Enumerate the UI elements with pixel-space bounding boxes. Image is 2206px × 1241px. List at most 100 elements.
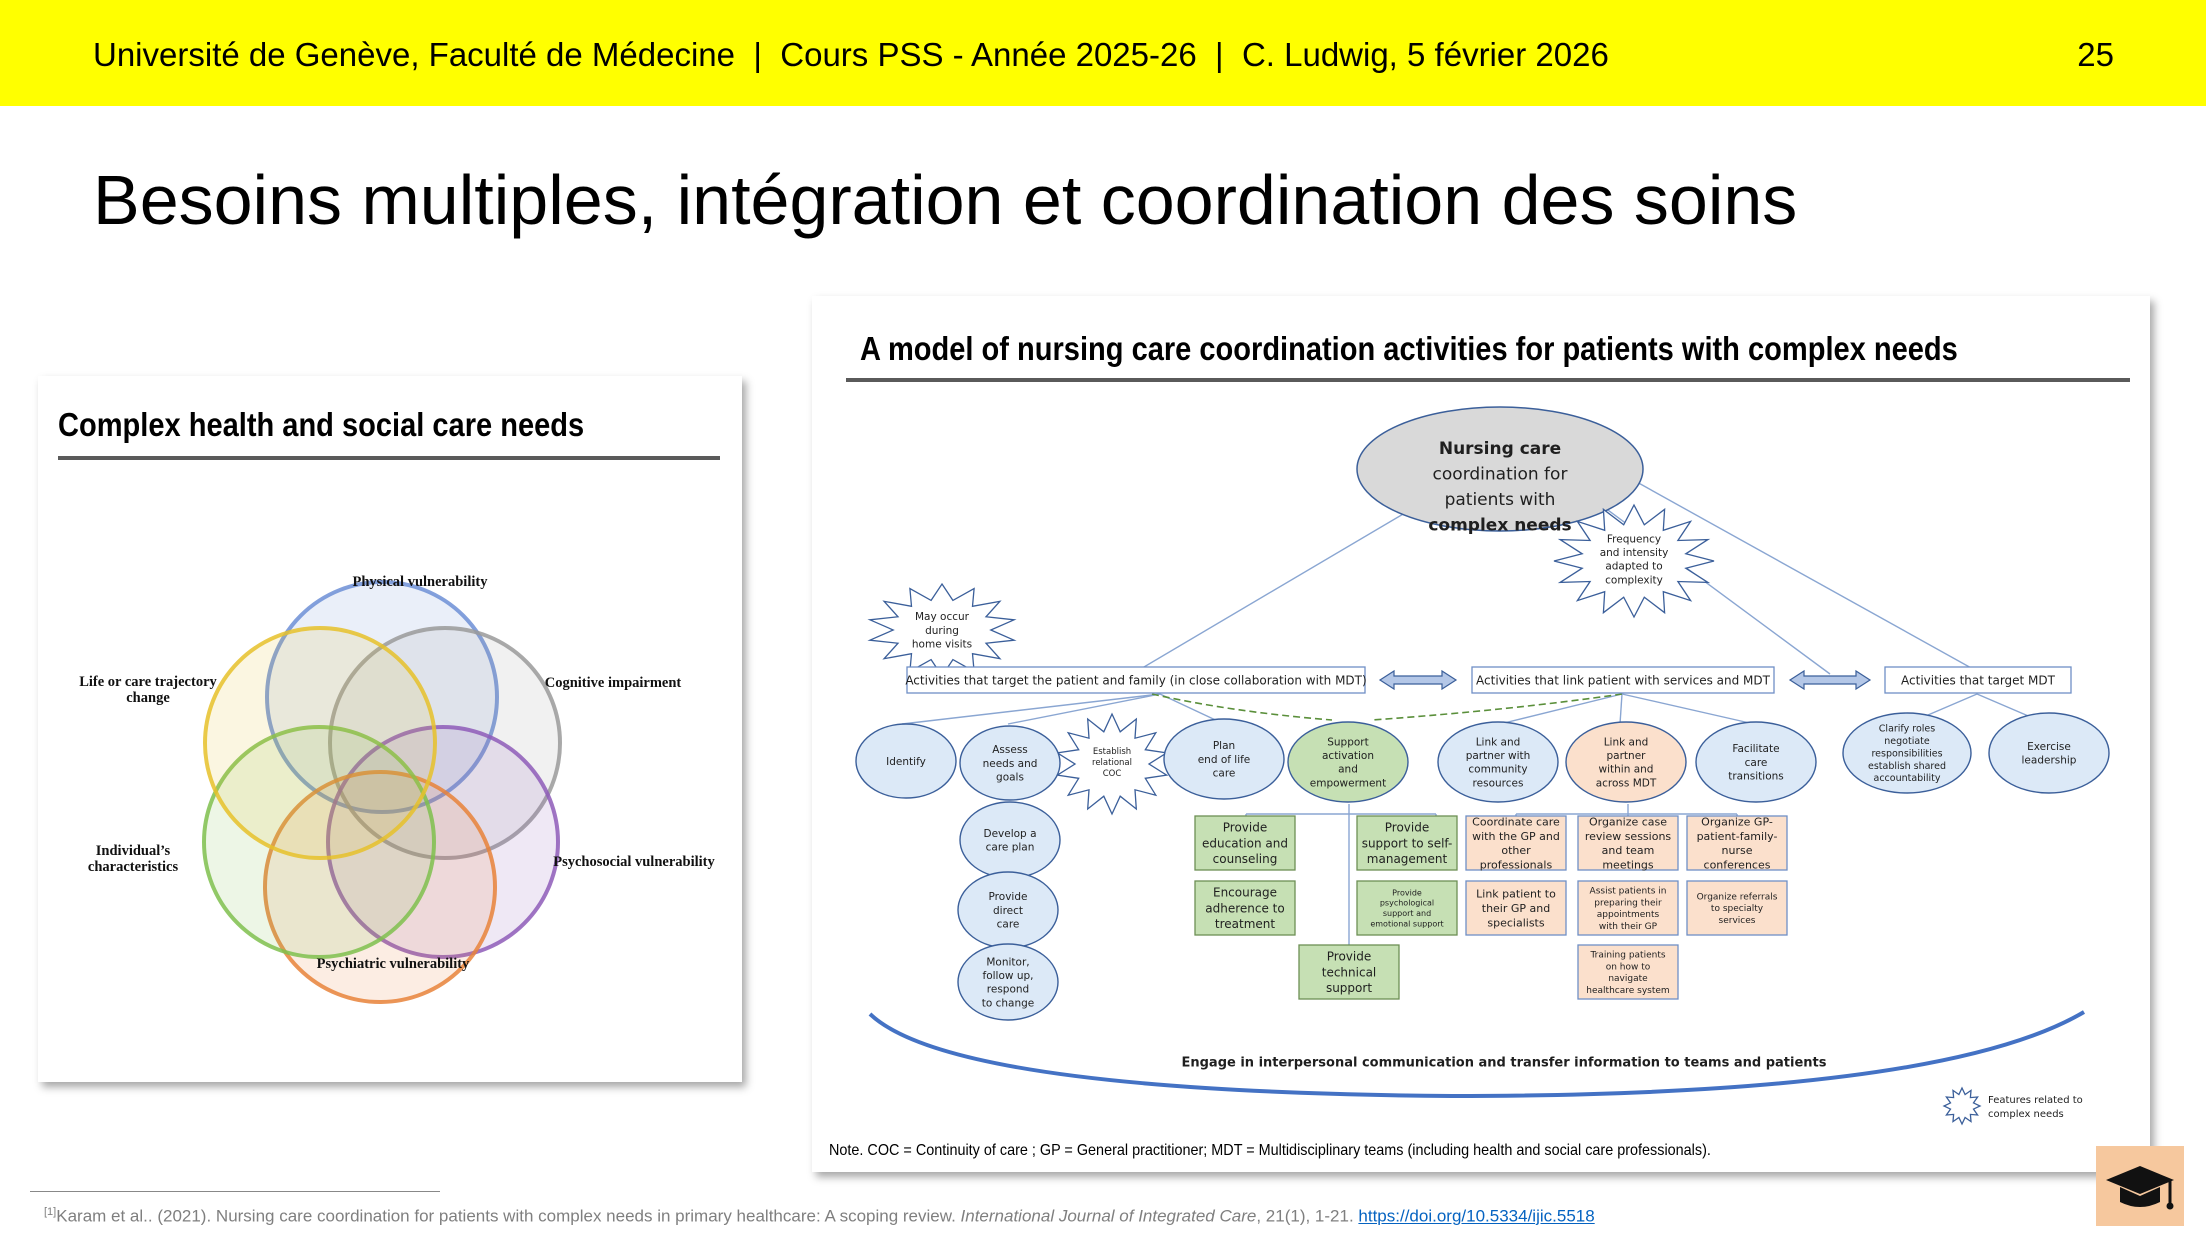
connector-patient-node-1	[1007, 693, 1161, 725]
model-title-rule	[846, 378, 2130, 382]
engage-arc	[868, 1010, 2086, 1099]
peach-box-6	[1577, 944, 1679, 1000]
dashed-arrow-patient	[1151, 693, 1333, 721]
peach-box-4	[1577, 880, 1679, 936]
green-box-4	[1298, 944, 1400, 1000]
assess-chain-node-2	[957, 943, 1059, 1021]
double-arrow-1	[1378, 669, 1458, 691]
venn-circle-psychosocial	[326, 725, 560, 959]
header-bar: Université de Genève, Faculté de Médecin…	[0, 0, 2206, 106]
category-box-2	[1884, 666, 2072, 694]
mdt-node-1	[1988, 712, 2110, 794]
category-box-1	[1471, 666, 1775, 694]
dashed-arrow-link	[1371, 693, 1623, 721]
engage-text: Engage in interpersonal communication an…	[1181, 1056, 1826, 1071]
category-label-2: Activities that target MDT	[1901, 673, 2056, 687]
patient-node-2	[1163, 718, 1285, 800]
venn-title-rule	[58, 456, 720, 460]
footnote-text: Karam et al.. (2021). Nursing care coord…	[56, 1206, 961, 1226]
label-life: Life or care trajectory change	[79, 674, 217, 706]
footnote-doi-link[interactable]: https://doi.org/10.5334/ijic.5518	[1358, 1206, 1595, 1226]
peach-box-2	[1686, 815, 1788, 871]
venn-diagram	[202, 580, 562, 1004]
label-cognitive: Cognitive impairment	[544, 675, 682, 691]
label-psychosocial: Psychosocial vulnerability	[553, 854, 715, 870]
patient-node-1	[959, 725, 1061, 801]
patient-node-text-0: Identify	[886, 756, 926, 768]
venn-circle-physical	[265, 580, 499, 814]
label-psychiatric: Psychiatric vulnerability	[316, 956, 470, 972]
model-note: Note. COC = Continuity of care ; GP = Ge…	[829, 1142, 1711, 1159]
category-label-1: Activities that link patient with servic…	[1476, 673, 1771, 687]
footnote-details: , 21(1), 1-21.	[1256, 1206, 1359, 1226]
header-text: Université de Genève, Faculté de Médecin…	[93, 36, 1609, 73]
model-figure: A model of nursing care coordination act…	[812, 296, 2150, 1172]
connector-patient-node-0	[901, 693, 1161, 725]
model-title: A model of nursing care coordination act…	[860, 330, 1958, 367]
frequency-star-icon	[1553, 503, 1715, 619]
link-node-1	[1565, 721, 1687, 803]
connector-link-node-1	[1619, 693, 1623, 725]
double-arrow-2	[1788, 669, 1872, 691]
link-node-2	[1695, 721, 1817, 803]
footnote-journal: International Journal of Integrated Care	[960, 1206, 1257, 1226]
peach-box-1	[1577, 815, 1679, 871]
connector-link-node-2	[1621, 693, 1755, 725]
connector-top-mdt	[1571, 445, 1983, 675]
graduation-cap-badge	[2096, 1146, 2184, 1226]
peach-box-0	[1465, 815, 1567, 871]
green-box-3	[1356, 880, 1458, 936]
mdt-node-0	[1842, 712, 1972, 794]
peach-box-5	[1686, 880, 1788, 936]
peach-box-3	[1465, 880, 1567, 936]
connector-link-node-0	[1499, 693, 1623, 725]
venn-circle-life	[203, 626, 437, 860]
slide-title: Besoins multiples, intégration et coordi…	[93, 161, 1798, 239]
patient-node-0	[855, 723, 957, 799]
venn-title: Complex health and social care needs	[58, 406, 585, 443]
coc-star-icon	[1055, 712, 1169, 816]
link-node-0	[1437, 721, 1559, 803]
assess-chain-node-0	[959, 801, 1061, 879]
legend-star-icon	[1942, 1086, 1982, 1126]
category-box-0	[906, 666, 1366, 694]
graduation-cap-icon	[2106, 1166, 2174, 1210]
footnote: [1]Karam et al.. (2021). Nursing care co…	[44, 1206, 1595, 1227]
venn-circle-cognitive	[328, 626, 562, 860]
label-physical: Physical vulnerability	[352, 574, 488, 590]
patient-node-3	[1287, 721, 1409, 803]
venn-circle-individual	[202, 725, 436, 959]
venn-circle-psychiatric	[263, 770, 497, 1004]
green-box-1	[1356, 815, 1458, 871]
footnote-rule	[30, 1191, 440, 1192]
category-label-0: Activities that target the patient and f…	[905, 673, 1366, 687]
page-number: 25	[2077, 36, 2114, 73]
top-node-ellipse	[1356, 406, 1644, 532]
